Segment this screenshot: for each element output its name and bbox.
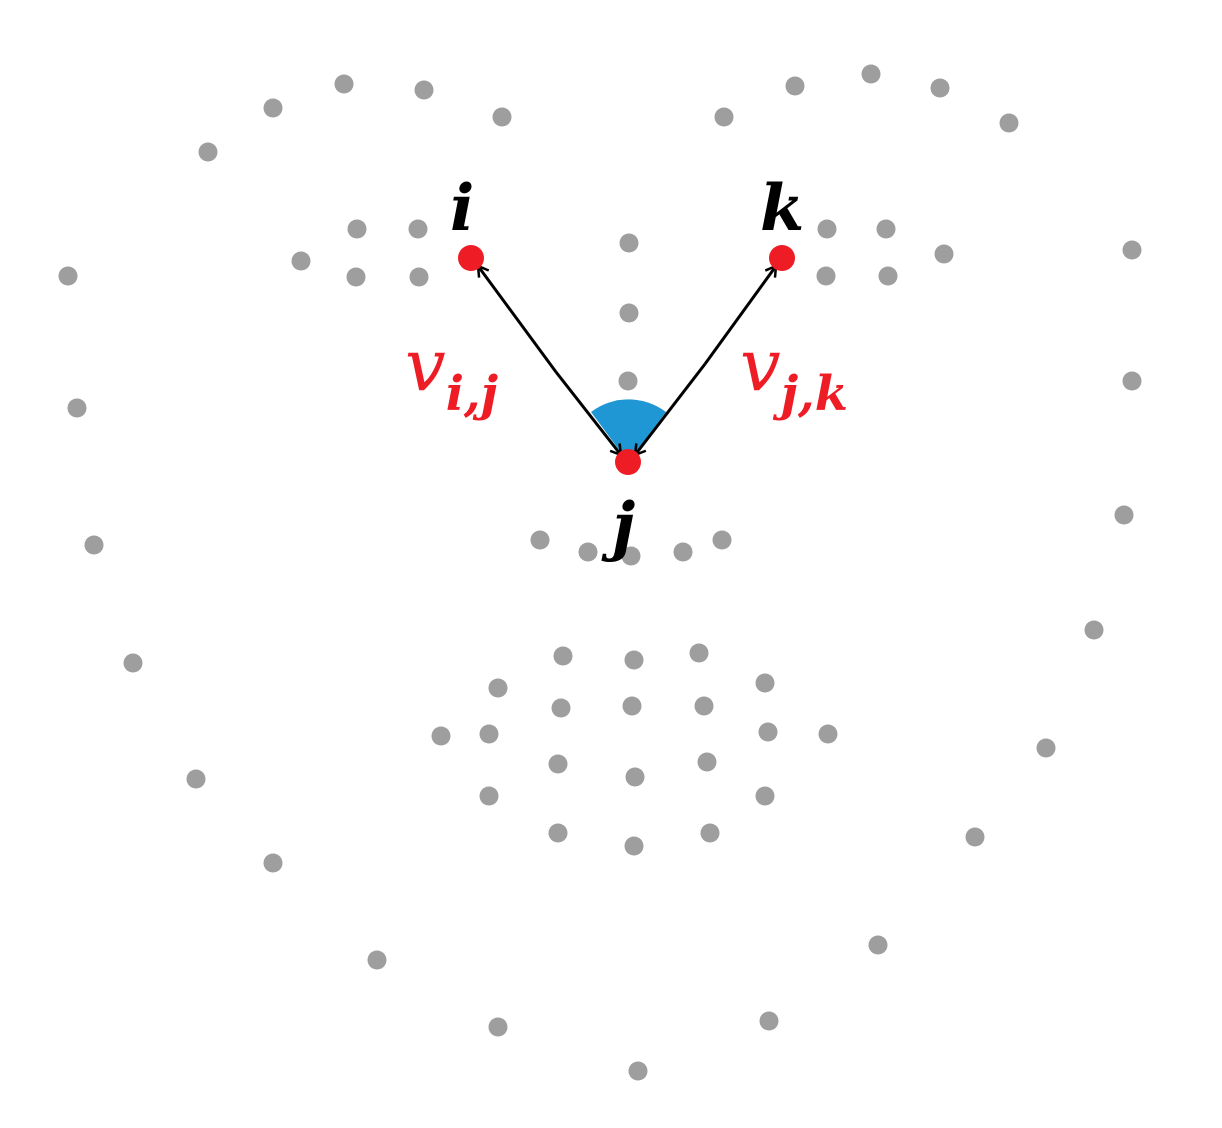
landmark-point: [934, 244, 954, 264]
landmark-point: [673, 542, 693, 562]
landmark-point: [619, 303, 639, 323]
landmark-point: [84, 535, 104, 555]
angle-wedge: [591, 399, 666, 462]
landmark-point: [1122, 371, 1142, 391]
landmark-point: [818, 724, 838, 744]
landmark-point: [198, 142, 218, 162]
landmark-point: [1036, 738, 1056, 758]
landmark-point: [488, 678, 508, 698]
landmark-point: [759, 1011, 779, 1031]
landmark-point: [553, 646, 573, 666]
landmark-point: [492, 107, 512, 127]
landmark-point: [479, 724, 499, 744]
landmark-point: [67, 398, 87, 418]
vector-jk-subscript: j,k: [773, 366, 848, 422]
landmark-point: [58, 266, 78, 286]
label-j: j: [601, 489, 635, 564]
landmark-point: [689, 643, 709, 663]
vector-ij-arrow-to-i: [478, 266, 558, 373]
landmark-point: [861, 64, 881, 84]
point-j: [615, 449, 641, 475]
landmark-point: [578, 542, 598, 562]
landmark-point: [817, 219, 837, 239]
landmark-point: [123, 653, 143, 673]
landmark-point: [628, 1061, 648, 1081]
vector-label-jk: vj,k: [740, 323, 848, 422]
landmark-point: [618, 371, 638, 391]
landmark-point: [488, 1017, 508, 1037]
landmark-point: [622, 696, 642, 716]
landmark-point: [346, 267, 366, 287]
vector-ij-symbol: v: [405, 323, 446, 407]
landmark-point: [758, 722, 778, 742]
landmark-point: [1122, 240, 1142, 260]
landmark-point: [551, 698, 571, 718]
vector-jk-symbol: v: [740, 323, 781, 407]
landmark-point: [530, 530, 550, 550]
landmark-point: [868, 935, 888, 955]
landmark-point: [548, 823, 568, 843]
landmark-point: [263, 853, 283, 873]
landmark-point: [263, 98, 283, 118]
landmark-point: [930, 78, 950, 98]
landmark-point: [619, 233, 639, 253]
landmark-point: [186, 769, 206, 789]
point-i: [458, 245, 484, 271]
vector-jk-arrow-to-k: [703, 266, 776, 365]
landmark-point: [414, 80, 434, 100]
landmark-point: [785, 76, 805, 96]
landmark-points: [58, 64, 1142, 1081]
landmark-point: [876, 219, 896, 239]
landmark-point: [625, 767, 645, 787]
landmark-point: [367, 950, 387, 970]
landmark-point: [624, 650, 644, 670]
label-k: k: [760, 171, 804, 246]
landmark-point: [755, 786, 775, 806]
landmark-point: [712, 530, 732, 550]
label-i: i: [450, 171, 474, 246]
landmark-point: [1084, 620, 1104, 640]
landmark-point: [548, 754, 568, 774]
landmark-point: [714, 107, 734, 127]
landmark-point: [621, 546, 641, 566]
vector-ij-arrow-to-j: [554, 371, 621, 455]
landmark-point: [409, 267, 429, 287]
landmark-point: [878, 266, 898, 286]
landmark-point: [755, 673, 775, 693]
vector-jk-arrow-to-j: [635, 363, 707, 455]
landmark-point: [965, 827, 985, 847]
vector-label-ij: vi,j: [405, 323, 498, 422]
landmark-point: [700, 823, 720, 843]
landmark-point: [347, 219, 367, 239]
landmark-point: [291, 251, 311, 271]
landmark-point: [334, 74, 354, 94]
landmark-point: [697, 752, 717, 772]
landmark-point: [999, 113, 1019, 133]
landmark-point: [816, 266, 836, 286]
landmark-point: [431, 726, 451, 746]
landmark-point: [1114, 505, 1134, 525]
vector-ij-subscript: i,j: [446, 366, 498, 422]
point-k: [769, 245, 795, 271]
landmark-point: [408, 219, 428, 239]
landmark-point: [624, 836, 644, 856]
landmark-point: [479, 786, 499, 806]
landmark-point: [694, 696, 714, 716]
